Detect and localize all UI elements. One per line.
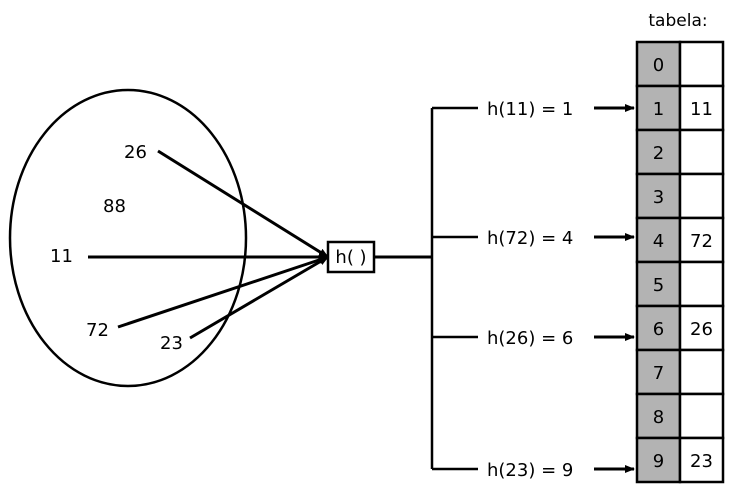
table-value-label-6: 26 — [690, 319, 713, 340]
table-value-cell-0 — [678, 40, 725, 88]
mapping-label-9: h(23) = 9 — [487, 460, 573, 481]
table-index-cell-8 — [635, 392, 682, 440]
table-index-label-3: 3 — [653, 187, 664, 208]
key-label-23: 23 — [160, 333, 183, 354]
table-row-7: 7 — [635, 348, 725, 396]
mapping-branch-4: h(72) = 4 — [432, 228, 635, 249]
key-set-ellipse — [8, 88, 248, 388]
table-index-label-6: 6 — [653, 319, 664, 340]
mapping-branch-1: h(11) = 1 — [432, 99, 635, 120]
table-value-cell-3 — [678, 172, 725, 220]
table-value-cell-6 — [678, 304, 725, 352]
table-row-4: 4 72 — [635, 216, 725, 264]
table-title: tabela: — [648, 11, 707, 31]
table-value-label-9: 23 — [690, 451, 713, 472]
table-value-cell-2 — [678, 128, 725, 176]
arrow-72-to-hash — [117, 255, 329, 329]
key-label-88: 88 — [103, 196, 126, 217]
table-value-cell-4 — [678, 216, 725, 264]
table-index-label-1: 1 — [653, 99, 664, 120]
table-value-cell-8 — [678, 392, 725, 440]
mapping-label-4: h(72) = 4 — [487, 228, 573, 249]
table-row-5: 5 — [635, 260, 725, 308]
mapping-branch-9: h(23) = 9 — [432, 460, 635, 481]
table-value-cell-5 — [678, 260, 725, 308]
table-index-label-9: 9 — [653, 451, 664, 472]
table-index-label-8: 8 — [653, 407, 664, 428]
mapping-label-6: h(26) = 6 — [487, 328, 573, 349]
table-index-cell-5 — [635, 260, 682, 308]
mapping-branch-6: h(26) = 6 — [432, 328, 635, 349]
table-value-cell-7 — [678, 348, 725, 396]
mapping-label-1: h(11) = 1 — [487, 99, 573, 120]
table-row-8: 8 — [635, 392, 725, 440]
table-row-3: 3 — [635, 172, 725, 220]
table-row-6: 6 26 — [635, 304, 725, 352]
table-index-label-5: 5 — [653, 275, 664, 296]
table-value-cell-9 — [678, 436, 725, 484]
table-row-0: 0 — [635, 40, 725, 88]
table-index-label-0: 0 — [653, 55, 664, 76]
arrow-26-to-hash — [157, 149, 329, 259]
table-value-label-4: 72 — [690, 231, 713, 252]
key-label-72: 72 — [86, 320, 109, 341]
table-row-9: 9 23 — [635, 436, 725, 484]
key-label-11: 11 — [50, 246, 73, 267]
table-row-2: 2 — [635, 128, 725, 176]
table-index-label-4: 4 — [653, 231, 664, 252]
hash-function-label: h( ) — [335, 247, 366, 268]
arrow-23-to-hash — [189, 255, 329, 340]
table-index-label-2: 2 — [653, 143, 664, 164]
key-label-26: 26 — [124, 142, 147, 163]
table-index-label-7: 7 — [653, 363, 664, 384]
table-value-label-1: 11 — [690, 99, 713, 120]
